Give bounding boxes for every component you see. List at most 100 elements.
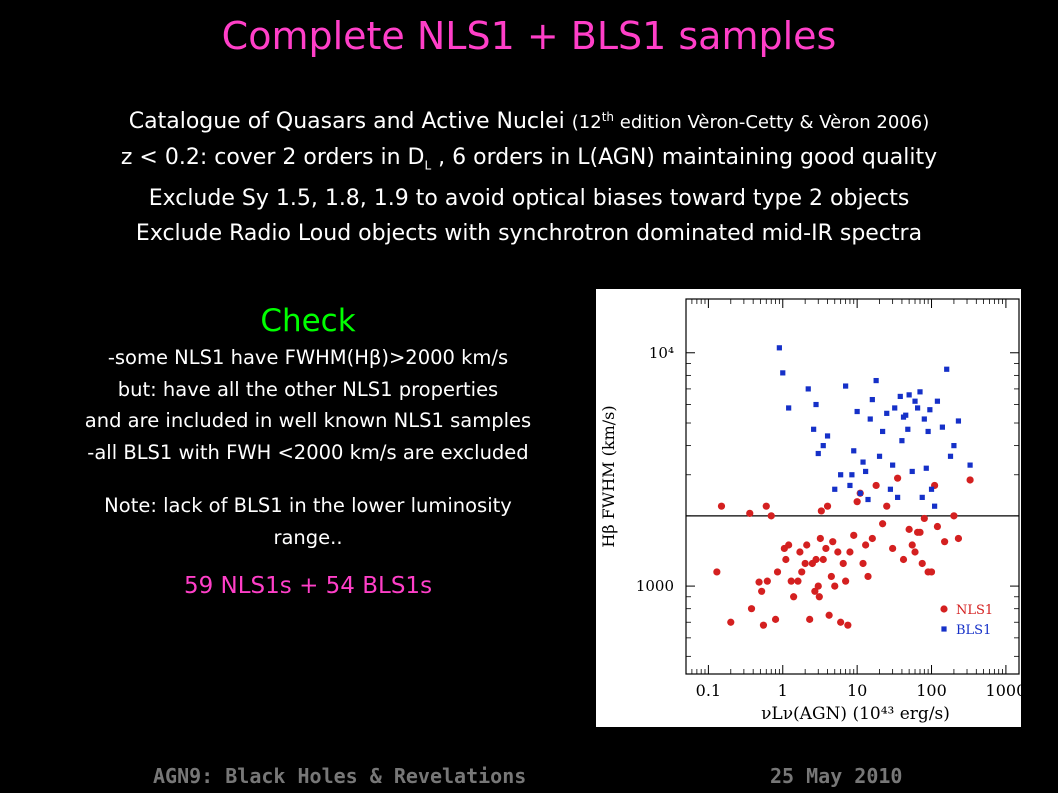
bls1-point bbox=[934, 398, 941, 404]
slide-title: Complete NLS1 + BLS1 samples bbox=[221, 14, 837, 58]
check-heading: Check bbox=[260, 303, 356, 339]
bls1-point bbox=[811, 426, 817, 432]
plot-frame bbox=[685, 298, 1020, 675]
nls1-point bbox=[787, 577, 795, 585]
footer-date: 25 May 2010 bbox=[770, 764, 903, 788]
nls1-point bbox=[746, 509, 754, 517]
x-tick-label: 10 bbox=[847, 681, 867, 700]
bls1-point bbox=[915, 405, 921, 411]
bls1-point bbox=[847, 482, 853, 489]
sample-counts: 59 NLS1s + 54 BLS1s bbox=[183, 573, 433, 599]
legend-nls1-label: NLS1 bbox=[956, 603, 993, 618]
bls1-point bbox=[955, 418, 962, 424]
nls1-point bbox=[842, 577, 850, 585]
bls1-point bbox=[917, 389, 923, 395]
bls1-point bbox=[880, 428, 886, 435]
bls1-point bbox=[927, 407, 933, 413]
bls1-point bbox=[786, 405, 792, 411]
bls1-point bbox=[890, 462, 896, 468]
legend-bls1-label: BLS1 bbox=[956, 623, 991, 638]
note-line-2: range.. bbox=[273, 525, 343, 549]
bls1-point bbox=[967, 462, 973, 468]
nls1-point bbox=[853, 498, 861, 506]
nls1-point bbox=[747, 605, 756, 613]
nls1-point bbox=[811, 587, 819, 595]
nls1-point bbox=[889, 544, 897, 553]
bls1-point bbox=[832, 486, 838, 492]
nls1-point bbox=[911, 548, 919, 556]
bls1-point bbox=[925, 428, 931, 435]
nls1-point bbox=[831, 582, 839, 590]
nls1-point bbox=[767, 512, 775, 520]
check-line-4: -all BLS1 with FWH <2000 km/s are exclud… bbox=[87, 440, 529, 464]
nls1-point bbox=[763, 577, 771, 585]
nls1-point bbox=[717, 502, 726, 510]
bls1-point bbox=[820, 443, 826, 449]
nls1-point bbox=[918, 559, 926, 568]
nls1-point bbox=[868, 534, 876, 543]
bullet-exclude-radio: Exclude Radio Loud objects with synchrot… bbox=[135, 220, 923, 246]
y-tick-label: 10⁴ bbox=[649, 344, 674, 362]
nls1-point bbox=[862, 541, 870, 549]
y-axis-label: Hβ FWHM (km/s) bbox=[599, 405, 618, 547]
nls1-point bbox=[816, 534, 824, 543]
nls1-point bbox=[812, 555, 820, 564]
bullet-exclude-sy: Exclude Sy 1.5, 1.8, 1.9 to avoid optica… bbox=[148, 186, 910, 212]
nls1-point bbox=[905, 525, 913, 533]
bls1-point bbox=[867, 416, 873, 422]
legend-bls1-marker bbox=[941, 626, 947, 632]
bls1-point bbox=[903, 412, 909, 418]
nls1-point bbox=[954, 534, 963, 543]
nls1-point bbox=[771, 615, 780, 623]
check-line-3: and are included in well known NLS1 samp… bbox=[84, 409, 532, 432]
bls1-point bbox=[869, 396, 875, 403]
x-tick-label: 100 bbox=[916, 681, 947, 700]
nls1-point bbox=[872, 481, 880, 490]
bls1-point bbox=[923, 465, 929, 471]
y-tick-label: 1000 bbox=[636, 577, 674, 595]
bls1-point bbox=[892, 405, 898, 411]
check-line-2: but: have all the other NLS1 properties bbox=[117, 377, 499, 401]
nls1-point bbox=[762, 502, 770, 510]
nls1-point bbox=[908, 541, 916, 549]
footer-conference: AGN9: Black Holes & Revelations bbox=[153, 764, 527, 788]
bullet-redshift: z < 0.2: cover 2 orders in DL , 6 orders… bbox=[120, 144, 938, 172]
nls1-point bbox=[815, 593, 823, 601]
bls1-point bbox=[815, 450, 821, 457]
bls1-point bbox=[873, 377, 879, 384]
bls1-point bbox=[876, 453, 883, 459]
legend-nls1-marker bbox=[940, 605, 948, 613]
bls1-point bbox=[899, 438, 905, 444]
x-tick-label: 0.1 bbox=[696, 681, 721, 700]
bullet-catalogue: Catalogue of Quasars and Active Nuclei (… bbox=[128, 109, 930, 134]
nls1-point bbox=[844, 621, 852, 629]
nls1-point bbox=[883, 502, 891, 510]
bls1-point bbox=[921, 416, 927, 422]
bls1-point bbox=[838, 472, 844, 478]
bls1-point bbox=[947, 453, 954, 459]
bls1-point bbox=[939, 424, 945, 430]
nls1-point bbox=[837, 618, 845, 626]
nls1-point bbox=[879, 520, 887, 528]
bls1-point bbox=[813, 401, 819, 408]
bls1-point bbox=[860, 459, 866, 465]
nls1-point bbox=[798, 568, 806, 576]
nls1-point bbox=[794, 577, 802, 585]
bls1-point bbox=[912, 398, 918, 404]
bls1-point bbox=[854, 408, 860, 415]
bls1-point bbox=[824, 433, 831, 439]
bls1-point bbox=[780, 370, 786, 376]
nls1-point bbox=[825, 611, 833, 619]
x-tick-label: 1000 bbox=[986, 681, 1021, 700]
nls1-point bbox=[920, 514, 928, 523]
bls1-point bbox=[884, 410, 890, 416]
nls1-point bbox=[755, 578, 763, 586]
nls1-point bbox=[823, 502, 832, 510]
nls1-point bbox=[759, 621, 768, 629]
nls1-point bbox=[950, 512, 958, 520]
nls1-point bbox=[927, 568, 936, 576]
nls1-point bbox=[727, 618, 735, 626]
bls1-point bbox=[805, 386, 811, 392]
nls1-point bbox=[941, 538, 949, 546]
